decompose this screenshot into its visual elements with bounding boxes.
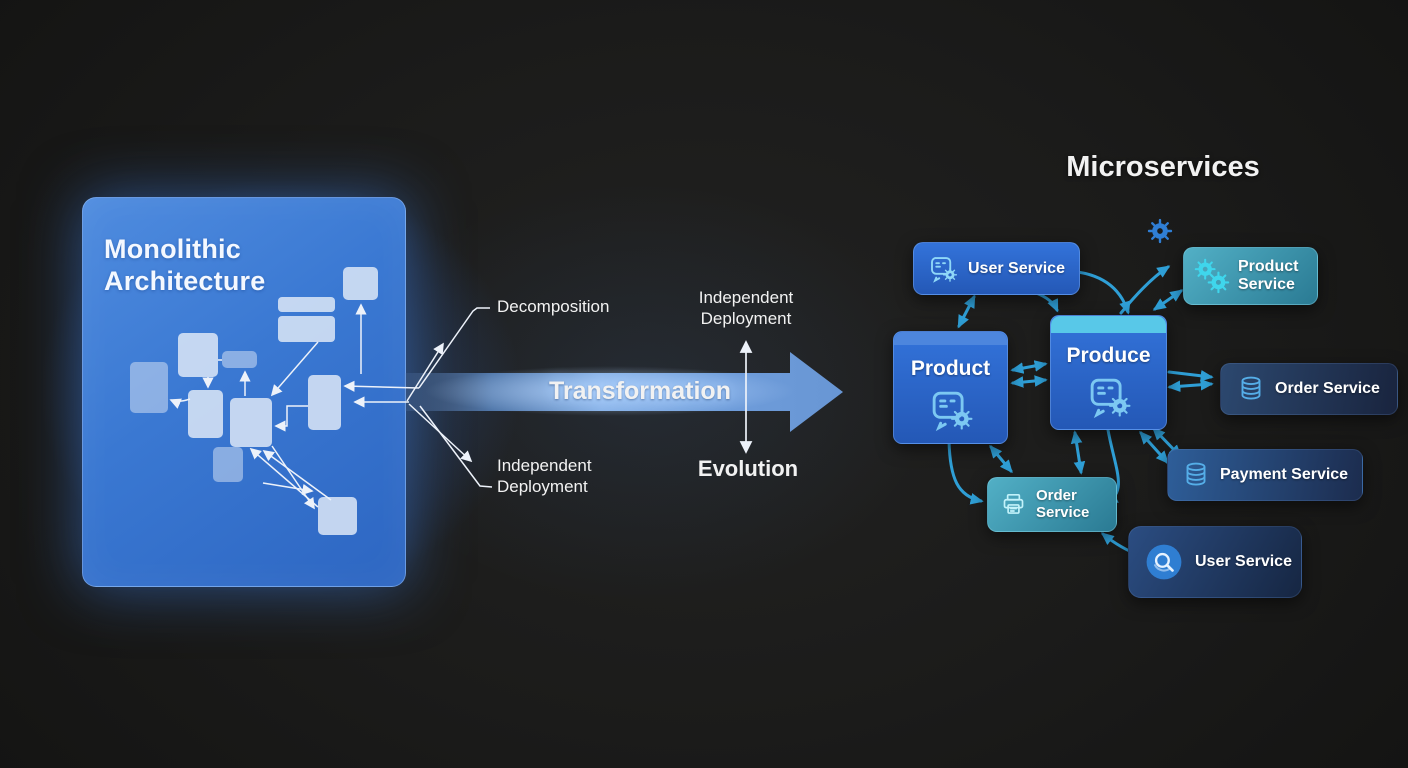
service-label: Payment Service	[1220, 466, 1349, 484]
monolith-title: Monolithic Architecture	[104, 234, 266, 296]
service-label: User Service	[1195, 553, 1292, 571]
module-box	[213, 447, 243, 482]
service-label: Product Service	[1238, 258, 1299, 293]
service-label: Produce	[1066, 344, 1151, 367]
service-box-product-service: Product Service	[1183, 247, 1318, 305]
service-box-produce: Produce	[1050, 315, 1167, 430]
module-box	[318, 497, 357, 535]
service-label: Product	[910, 357, 991, 380]
service-label: Order Service	[1036, 486, 1090, 521]
service-box-order-service-bottom: Order Service	[987, 477, 1117, 532]
module-box	[278, 297, 335, 312]
user-search-icon	[1145, 543, 1183, 581]
evolution-label: Evolution	[697, 456, 799, 481]
service-box-order-service-right: Order Service	[1220, 363, 1398, 415]
service-box-product: Product	[893, 331, 1008, 444]
module-box	[188, 390, 223, 438]
decomposition-label: Decomposition	[497, 297, 610, 316]
box-header-strip	[1051, 316, 1166, 333]
microservices-title: Microservices	[1066, 151, 1260, 183]
module-box	[278, 316, 335, 342]
module-box	[230, 398, 272, 447]
app-gear-icon	[1086, 374, 1132, 420]
module-box	[343, 267, 378, 300]
module-box	[130, 362, 168, 413]
service-label: Order Service	[1275, 380, 1380, 398]
module-box	[178, 333, 218, 377]
service-label: User Service	[968, 259, 1065, 277]
database-icon	[1241, 376, 1261, 400]
independent-deployment-top-label: Independent Deployment	[698, 288, 794, 328]
gear-icon	[1147, 218, 1173, 244]
app-gear-icon	[928, 387, 974, 433]
service-box-payment-service: Payment Service	[1167, 449, 1363, 501]
independent-deployment-left-label: Independent Deployment	[497, 456, 592, 496]
receipt-printer-icon	[1003, 493, 1024, 514]
double-gears-icon	[1194, 258, 1230, 294]
module-box	[222, 351, 257, 368]
transformation-label: Transformation	[549, 377, 731, 405]
service-box-user-service-bottom: User Service	[1128, 526, 1302, 598]
chat-list-icon	[928, 254, 958, 284]
box-header-strip	[894, 332, 1007, 345]
service-box-user-service-top: User Service	[913, 242, 1080, 295]
module-box	[308, 375, 341, 430]
database-icon	[1186, 462, 1206, 486]
